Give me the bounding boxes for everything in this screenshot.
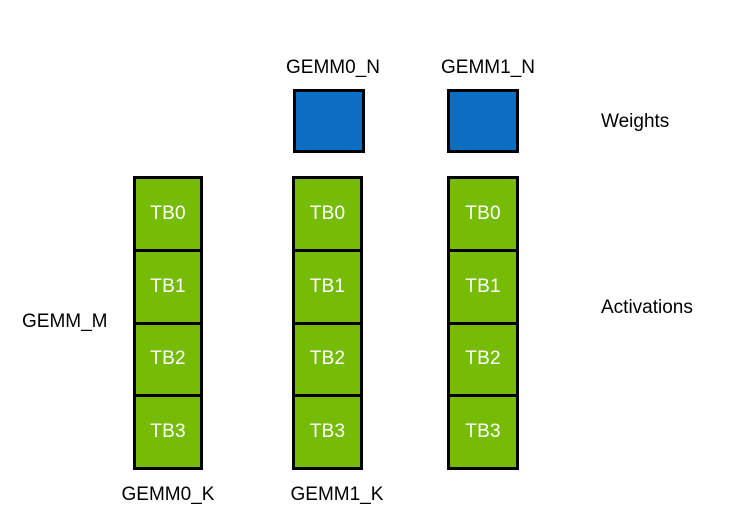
activations-cell-tb0: TB0 — [292, 176, 363, 249]
activations-cell-tb0: TB0 — [133, 176, 203, 249]
column-header-gemm1-n-line1: GEMM1_N — [441, 57, 535, 78]
weights-block-gemm1 — [447, 89, 519, 153]
activations-cell-tb0: TB0 — [447, 176, 519, 249]
activations-cell-tb2: TB2 — [133, 321, 203, 395]
activations-cell-tb1: TB1 — [447, 248, 519, 322]
activations-cell-tb3: TB3 — [292, 394, 363, 470]
activations-cell-tb3: TB3 — [133, 394, 203, 470]
activations-cell-tb2: TB2 — [447, 321, 519, 395]
activations-cell-tb3: TB3 — [447, 394, 519, 470]
activations-column-m: TB0 TB1 TB2 TB3 — [133, 176, 203, 470]
activations-cell-tb1: TB1 — [292, 248, 363, 322]
axis-label-gemm0-k: GEMM0_K — [121, 484, 215, 505]
axis-label-gemm-m: GEMM_M — [22, 311, 108, 332]
activations-column-gemm0: TB0 TB1 TB2 TB3 — [292, 176, 363, 470]
activations-column-gemm1: TB0 TB1 TB2 TB3 — [447, 176, 519, 470]
row-label-weights: Weights — [601, 111, 670, 132]
row-label-activations: Activations — [601, 297, 693, 318]
activations-cell-tb2: TB2 — [292, 321, 363, 395]
activations-cell-tb1: TB1 — [133, 248, 203, 322]
axis-label-gemm1-k: GEMM1_K — [290, 484, 384, 505]
column-header-gemm0-n-line1: GEMM0_N — [286, 57, 380, 78]
weights-block-gemm0 — [293, 89, 365, 153]
